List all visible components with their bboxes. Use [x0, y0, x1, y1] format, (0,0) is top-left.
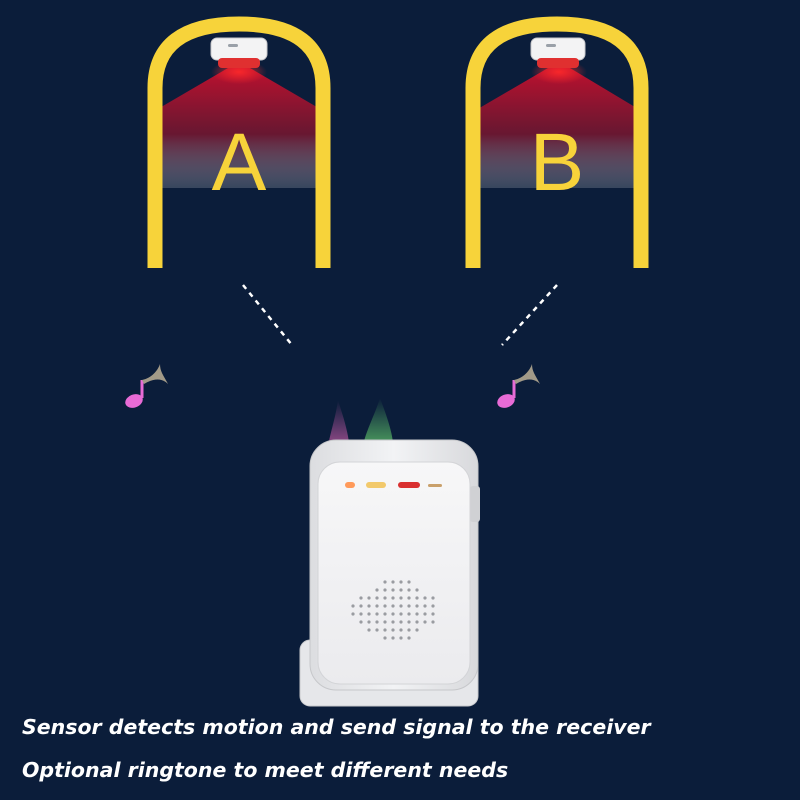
music-note-icon-left: [125, 364, 168, 408]
signal-line-left: [242, 284, 293, 346]
led-pink: [345, 482, 355, 488]
signal-line-right: [501, 284, 558, 346]
sensor-beam-a: [156, 68, 322, 188]
caption-line-1: Sensor detects motion and send signal to…: [22, 715, 651, 739]
music-note-icon-right: [497, 364, 540, 408]
receiver-device: [299, 439, 480, 707]
gate-a: A: [147, 16, 331, 268]
gate-label-a: A: [212, 117, 267, 208]
motion-sensor-b: [530, 37, 586, 68]
motion-sensor-a: [210, 37, 268, 68]
receiver-face: [317, 461, 471, 685]
speaker-grille: [351, 580, 435, 640]
gate-b: B: [465, 16, 649, 268]
gate-label-b: B: [530, 117, 585, 208]
led-amber: [366, 482, 386, 488]
gate-frame-b: [465, 16, 649, 268]
volume-slider: [398, 482, 420, 488]
sensor-beam-b: [476, 68, 640, 188]
caption-line-2: Optional ringtone to meet different need…: [22, 758, 509, 782]
gate-frame-a: [147, 16, 331, 268]
mode-indicator: [428, 484, 442, 487]
